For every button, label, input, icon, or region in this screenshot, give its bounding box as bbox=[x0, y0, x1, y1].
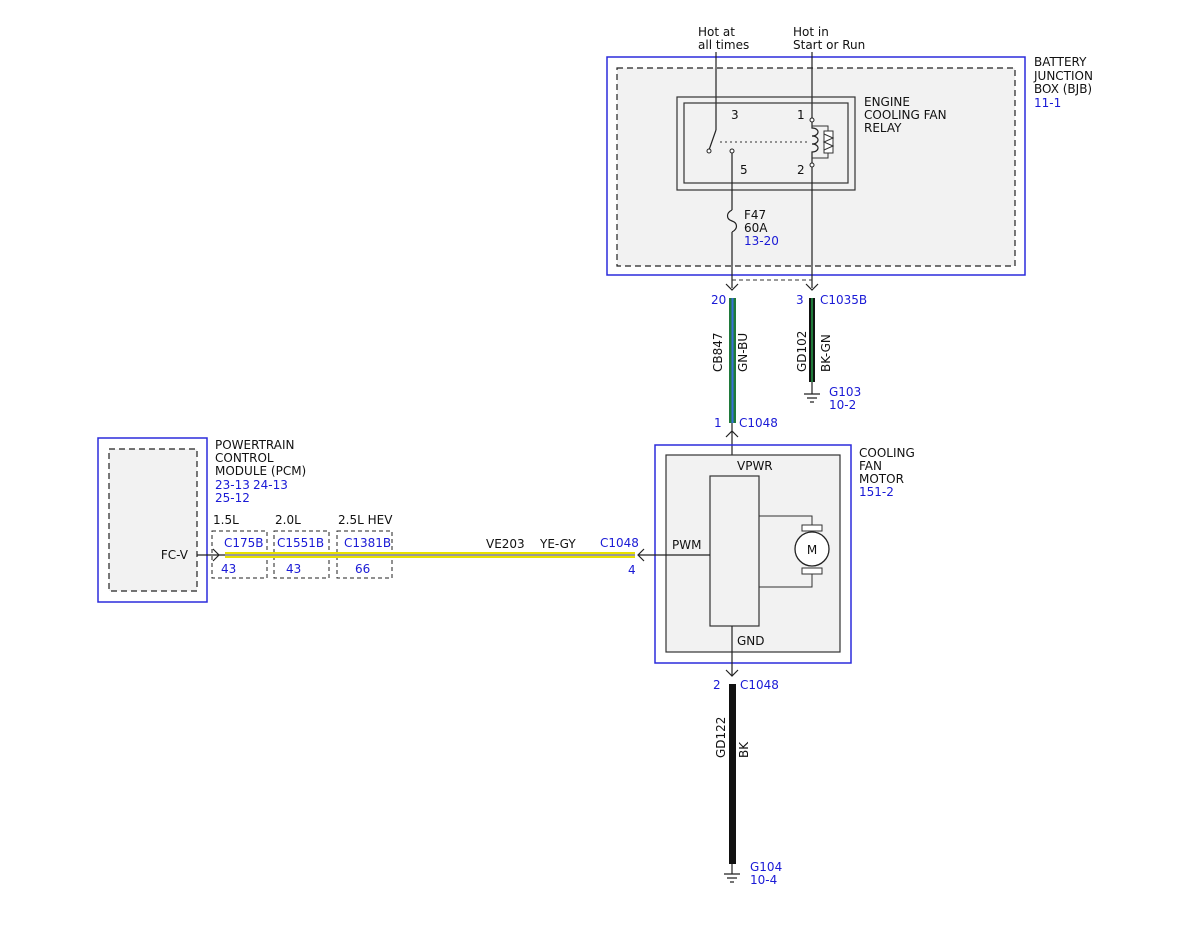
motor-icon bbox=[794, 531, 830, 567]
hot-in-run-label-1: Hot in bbox=[793, 25, 829, 39]
wire-gd122-color: BK bbox=[737, 741, 751, 758]
ground-g104-ref[interactable]: 10-4 bbox=[750, 873, 777, 887]
pcm-label-2: CONTROL bbox=[215, 451, 274, 465]
c1048-pwm-arrow bbox=[637, 548, 645, 562]
fuse-icon bbox=[726, 209, 738, 233]
relay-outer bbox=[676, 96, 856, 191]
motor-outline bbox=[654, 444, 852, 664]
relay-inner bbox=[683, 102, 849, 184]
bjb-outline bbox=[606, 56, 1026, 276]
ground-g103-name[interactable]: G103 bbox=[829, 385, 861, 399]
wire-gd122 bbox=[729, 684, 736, 864]
relay-switch-contact-2 bbox=[729, 148, 735, 154]
wire-cb847-circuit: CB847 bbox=[711, 332, 725, 372]
motor-label-3: MOTOR bbox=[859, 472, 904, 486]
pcm-ref-1[interactable]: 23-13 bbox=[215, 478, 250, 492]
pcm-label-1: POWERTRAIN bbox=[215, 438, 295, 452]
wire-cb847-color: GN-BU bbox=[736, 333, 750, 372]
pcm-pin-label: FC-V bbox=[161, 548, 189, 562]
ground-g103-ref[interactable]: 10-2 bbox=[829, 398, 856, 412]
pcm-connector-engine-1: 1.5L bbox=[213, 513, 239, 527]
pcm-connector-name-3[interactable]: C1381B bbox=[344, 536, 391, 550]
hot-at-all-times-label-1: Hot at bbox=[698, 25, 735, 39]
motor-pwm-label: PWM bbox=[672, 538, 701, 552]
wire-gd122-circuit: GD122 bbox=[714, 717, 728, 758]
bjb-label-1: BATTERY bbox=[1034, 55, 1087, 69]
motor-brush-bottom bbox=[801, 567, 823, 575]
c1035b-pin-20: 20 bbox=[711, 293, 726, 307]
pcm-connector-engine-2: 2.0L bbox=[275, 513, 301, 527]
bjb-inner bbox=[616, 67, 1016, 267]
c1035b-pin-3-arrow bbox=[805, 283, 819, 291]
relay-label-1: ENGINE bbox=[864, 95, 910, 109]
pcm-connector-name-1[interactable]: C175B bbox=[224, 536, 264, 550]
pcm-inner bbox=[108, 448, 198, 592]
motor-label-2: FAN bbox=[859, 459, 882, 473]
c1048-pwm-name[interactable]: C1048 bbox=[600, 536, 639, 550]
c1048-pin-2-arrow bbox=[725, 669, 739, 677]
pcm-pin-arrow bbox=[212, 548, 220, 562]
pcm-connector-engine-3: 2.5L HEV bbox=[338, 513, 393, 527]
pcm-connector-name-2[interactable]: C1551B bbox=[277, 536, 324, 550]
motor-symbol: M bbox=[807, 543, 817, 557]
c1048-pwm-pin: 4 bbox=[628, 563, 636, 577]
c1048-bottom-name[interactable]: C1048 bbox=[740, 678, 779, 692]
wire-gd102-circuit: GD102 bbox=[795, 331, 809, 372]
pcm-outline bbox=[97, 437, 208, 603]
relay-pin-5: 5 bbox=[740, 163, 748, 177]
bjb-label-2: JUNCTION bbox=[1033, 69, 1093, 83]
relay-label-3: RELAY bbox=[864, 121, 902, 135]
motor-gnd-label: GND bbox=[737, 634, 765, 648]
c1035b-pin-3: 3 bbox=[796, 293, 804, 307]
wire-gd102-stripe bbox=[811, 298, 813, 382]
pcm-label-3: MODULE (PCM) bbox=[215, 464, 306, 478]
wire-gd102-color: BK-GN bbox=[819, 334, 833, 372]
relay-label-2: COOLING FAN bbox=[864, 108, 947, 122]
relay-resistor-leads bbox=[812, 125, 829, 159]
relay-pin-3: 3 bbox=[731, 108, 739, 122]
pcm-connector-pin-1: 43 bbox=[221, 562, 236, 576]
c1048-top-pin: 1 bbox=[714, 416, 722, 430]
pcm-connector-pin-2: 43 bbox=[286, 562, 301, 576]
hot-in-run-label-2: Start or Run bbox=[793, 38, 865, 52]
c1035b-pin-20-arrow bbox=[725, 283, 739, 291]
wire-ve203-circuit: VE203 bbox=[486, 537, 525, 551]
wire-cb847-stripe bbox=[731, 298, 734, 423]
motor-vpwr-label: VPWR bbox=[737, 459, 773, 473]
ground-g103-icon bbox=[804, 382, 820, 403]
wire-ve203-color: YE-GY bbox=[539, 537, 576, 551]
motor-controller-block bbox=[709, 475, 760, 627]
wire-ve203-stripe bbox=[225, 554, 635, 556]
motor-brush-top bbox=[801, 524, 823, 532]
c1048-top-name[interactable]: C1048 bbox=[739, 416, 778, 430]
pcm-ref-2[interactable]: 24-13 bbox=[253, 478, 288, 492]
relay-pin-1: 1 bbox=[797, 108, 805, 122]
bjb-label-3: BOX (BJB) bbox=[1034, 82, 1092, 96]
fuse-ref[interactable]: 13-20 bbox=[744, 234, 779, 248]
ground-g104-icon bbox=[724, 864, 740, 883]
relay-pin-2: 2 bbox=[797, 163, 805, 177]
relay-switch-arm bbox=[708, 129, 717, 151]
bjb-ref[interactable]: 11-1 bbox=[1034, 96, 1061, 110]
pcm-ref-3[interactable]: 25-12 bbox=[215, 491, 250, 505]
ground-g104-name[interactable]: G104 bbox=[750, 860, 782, 874]
relay-coil-terminal-2 bbox=[809, 162, 815, 168]
fuse-id: F47 bbox=[744, 208, 766, 222]
relay-coil-terminal-1 bbox=[809, 117, 815, 123]
relay-resistor-zigzag bbox=[822, 133, 835, 151]
pcm-connector-pin-3: 66 bbox=[355, 562, 370, 576]
hot-at-all-times-label-2: all times bbox=[698, 38, 749, 52]
motor-label-1: COOLING bbox=[859, 446, 915, 460]
c1035b-name[interactable]: C1035B bbox=[820, 293, 867, 307]
relay-switch-contact-1 bbox=[706, 148, 712, 154]
fuse-rating: 60A bbox=[744, 221, 768, 235]
relay-coil-icon bbox=[811, 122, 819, 163]
motor-ref[interactable]: 151-2 bbox=[859, 485, 894, 499]
c1048-bottom-pin: 2 bbox=[713, 678, 721, 692]
